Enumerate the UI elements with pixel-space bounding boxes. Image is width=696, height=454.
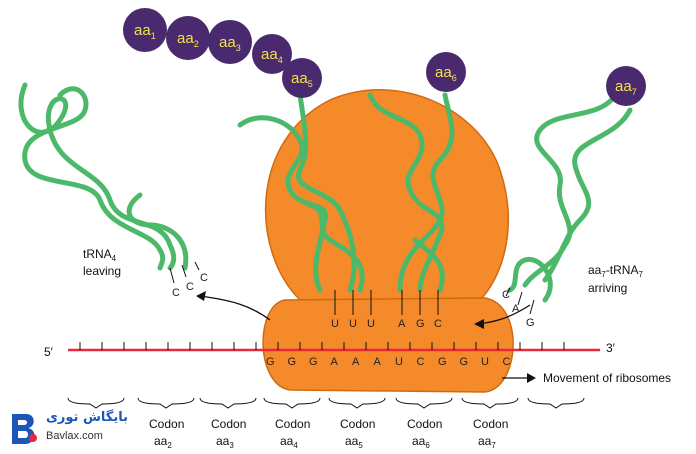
amino-acid-6: aa6 [426, 52, 466, 92]
mrna-base: C [417, 356, 425, 368]
codon-label: Codon aa2 [149, 417, 184, 450]
codon-label: Codon aa4 [275, 417, 310, 450]
codon-brace [395, 397, 453, 409]
anticodon-stem [517, 291, 523, 306]
anticodon-base: U [331, 318, 339, 330]
svg-text:aa3: aa3 [219, 34, 241, 53]
arrow-trna-leaving [196, 291, 271, 321]
codon-label: Codon aa3 [211, 417, 246, 450]
svg-text:aa3: aa3 [216, 434, 234, 450]
svg-text:aa4: aa4 [261, 46, 283, 65]
amino-acid-3: aa3 [208, 20, 252, 64]
svg-text:Codon: Codon [275, 417, 310, 431]
svg-text:Codon: Codon [149, 417, 184, 431]
anticodon-base: A [398, 318, 406, 330]
movement-label: Movement of ribosomes [543, 371, 671, 385]
anticodon-base: U [367, 318, 375, 330]
amino-acid-5: aa5 [282, 58, 322, 98]
codon-brace [137, 397, 195, 409]
trna-arriving [507, 92, 633, 303]
amino-acid-2: aa2 [166, 16, 210, 60]
ribosome [262, 89, 514, 393]
anticodon-stem [181, 264, 187, 278]
svg-text:tRNA4: tRNA4 [83, 247, 117, 263]
mrna-base: A [331, 356, 339, 368]
svg-text:aa4: aa4 [280, 434, 298, 450]
svg-text:aa5: aa5 [345, 434, 363, 450]
svg-text:Codon: Codon [473, 417, 508, 431]
svg-text:aa1: aa1 [134, 22, 156, 41]
codon-label: Codon aa6 [407, 417, 442, 450]
five-prime-label: 5′ [44, 345, 54, 359]
svg-text:leaving: leaving [83, 264, 121, 278]
svg-text:aa2: aa2 [177, 30, 199, 49]
mrna-base: G [266, 356, 275, 368]
codon-label: Codon aa7 [473, 417, 508, 450]
watermark: بایگاش توری Bavlax.com [8, 410, 158, 450]
codon-brace [328, 397, 386, 409]
svg-text:aa6: aa6 [412, 434, 430, 450]
anticodon-base: C [502, 289, 510, 301]
svg-text:aa7: aa7 [478, 434, 496, 450]
codon-brace [527, 397, 585, 409]
amino-acid-chain: aa1 aa2 aa3 aa4 aa5 aa6 aa7 [123, 8, 646, 106]
anticodon-base: G [526, 317, 535, 329]
three-prime-label: 3′ [606, 341, 616, 355]
codon-brace [461, 397, 519, 409]
svg-text:Codon: Codon [407, 417, 442, 431]
codon-brace [263, 397, 321, 409]
svg-text:arriving: arriving [588, 281, 627, 295]
mrna-ticks [79, 342, 565, 350]
codon-label: Codon aa5 [340, 417, 375, 450]
codon-brace [67, 397, 125, 409]
anticodon-base: U [349, 318, 357, 330]
svg-text:aa7-tRNA7: aa7-tRNA7 [588, 263, 643, 279]
mrna-base: A [352, 356, 360, 368]
trna-site-a [367, 92, 455, 293]
svg-text:Codon: Codon [211, 417, 246, 431]
anticodon-stem [194, 261, 200, 271]
mrna-base: G [460, 356, 469, 368]
trna-arriving-label: aa7-tRNA7 arriving [588, 263, 643, 295]
codon-brace [199, 397, 257, 409]
mrna-base: G [288, 356, 297, 368]
mrna-base: C [503, 356, 511, 368]
arrow-movement [502, 373, 536, 383]
anticodon-stem [529, 299, 535, 315]
anticodon-base: G [416, 318, 425, 330]
codon-labels: Codon aa2 Codon aa3 Codon aa4 Codon aa5 Codon aa6… [67, 397, 585, 450]
anticodon-base: C [434, 318, 442, 330]
anticodon-base: C [200, 272, 208, 284]
mrna-base: U [481, 356, 489, 368]
svg-text:Codon: Codon [340, 417, 375, 431]
mrna-base: G [309, 356, 318, 368]
mrna-base: G [438, 356, 447, 368]
brand-logo-icon [12, 414, 37, 444]
trna-site-p [237, 92, 365, 293]
svg-text:aa2: aa2 [154, 434, 172, 450]
anticodon-base: C [186, 281, 194, 293]
ribosome-large-subunit [265, 89, 510, 301]
watermark-title: بایگاش توری [46, 410, 128, 425]
anticodon-stem [169, 267, 175, 284]
watermark-url: Bavlax.com [46, 430, 103, 442]
mrna-base: A [374, 356, 382, 368]
anticodon-stem [505, 287, 511, 297]
trna-leaving [18, 82, 189, 271]
arrow-trna-arriving [474, 304, 531, 329]
svg-text:aa5: aa5 [291, 70, 313, 89]
amino-acid-1: aa1 [123, 8, 167, 52]
trna-leaving-label: tRNA4 leaving [83, 247, 121, 278]
svg-text:aa6: aa6 [435, 64, 457, 83]
anticodon-base: C [172, 287, 180, 299]
mrna-base: U [395, 356, 403, 368]
amino-acid-4: aa4 [252, 34, 292, 74]
amino-acid-7: aa7 [606, 66, 646, 106]
anticodon-base: A [512, 303, 520, 315]
svg-text:aa7: aa7 [615, 78, 637, 97]
